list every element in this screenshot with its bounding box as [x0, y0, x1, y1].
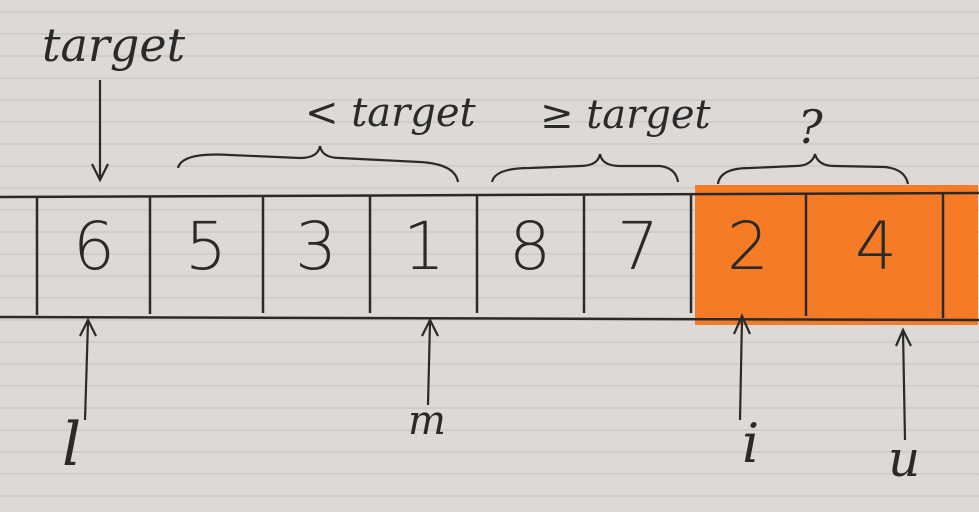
brace-greater-eq [490, 153, 680, 183]
brace-unknown [716, 153, 910, 185]
cell-5: 7 [617, 208, 659, 285]
label-less-than-target: < target [305, 90, 476, 136]
pointer-label-l: l [62, 410, 82, 480]
pointer-label-m: m [408, 398, 446, 444]
highlight-unknown-region [695, 185, 978, 325]
cell-3: 1 [403, 208, 445, 285]
arrowhead-m [421, 317, 439, 337]
arrowhead-u [894, 327, 912, 347]
label-unknown: ? [798, 100, 823, 154]
label-target-top: target [42, 18, 186, 72]
arrow-u [901, 329, 907, 441]
arrowhead-i [732, 313, 752, 335]
arrow-l [83, 321, 90, 421]
pointer-label-i: i [742, 412, 760, 475]
arrow-i [738, 317, 744, 421]
cell-0: 6 [73, 208, 115, 285]
cell-6: 2 [727, 208, 769, 285]
array-frame [0, 191, 979, 322]
brace-less-than [176, 145, 460, 183]
arrowhead-target [91, 163, 109, 183]
cell-7: 4 [855, 208, 897, 285]
cell-1: 5 [185, 208, 227, 285]
label-greater-eq-target: ≥ target [540, 92, 711, 138]
cell-2: 3 [295, 208, 337, 285]
pointer-label-u: u [888, 430, 921, 488]
cell-4: 8 [509, 208, 551, 285]
arrow-m [426, 321, 432, 406]
arrowhead-l [79, 317, 97, 337]
